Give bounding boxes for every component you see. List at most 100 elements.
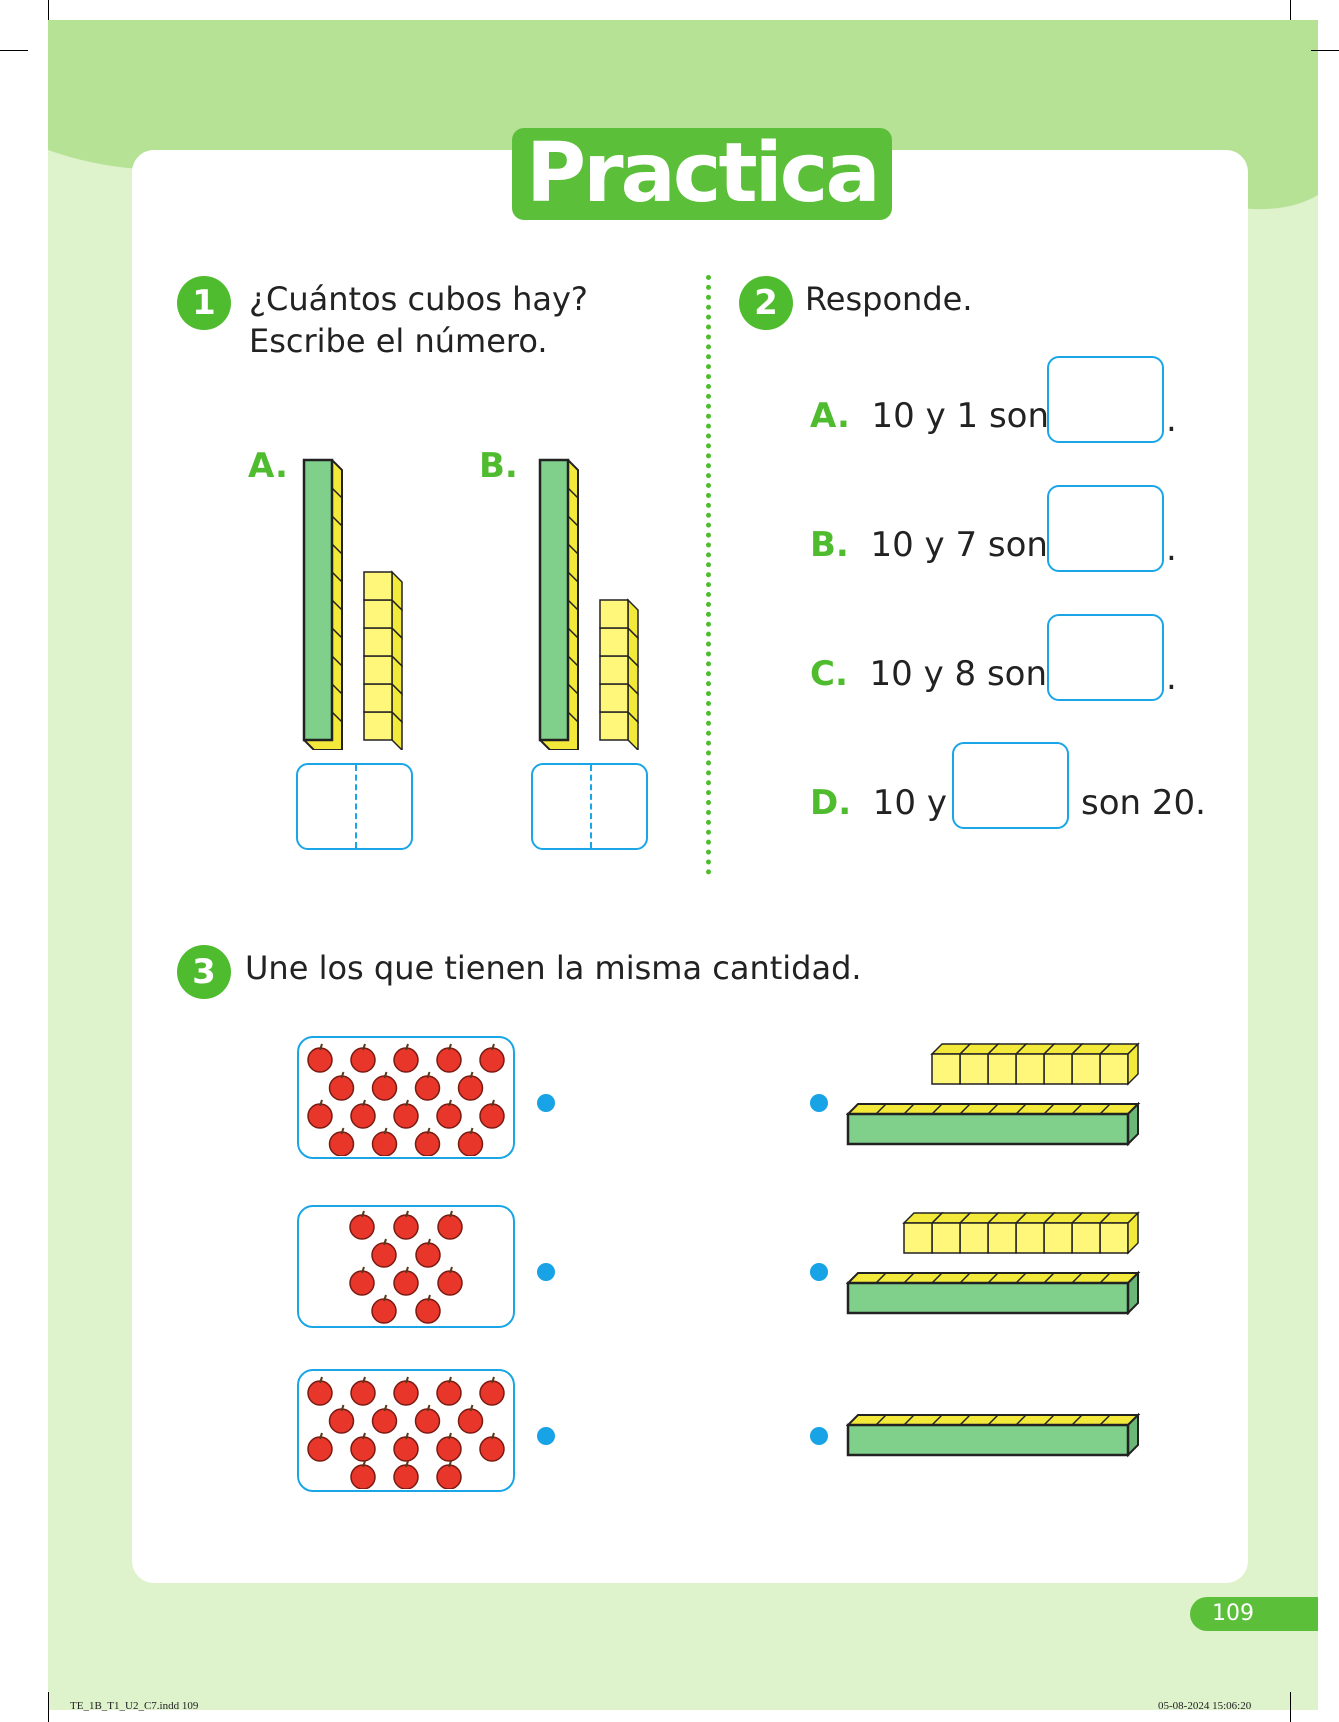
- crop-mark: [48, 0, 49, 20]
- q2-answer-b[interactable]: [1047, 485, 1164, 572]
- unit-cube: [363, 655, 393, 685]
- question-3-text: Une los que tienen la misma cantidad.: [245, 949, 862, 987]
- apple-icon: [393, 1380, 419, 1406]
- rod-segment: [331, 683, 343, 695]
- q2-answer-c[interactable]: [1047, 614, 1164, 701]
- cube-side: [1127, 1042, 1139, 1086]
- rod-segment: [331, 655, 343, 667]
- apple-icon: [393, 1270, 419, 1296]
- unit-cube: [1071, 1053, 1101, 1085]
- rod-segment: [931, 1103, 943, 1115]
- ten-rod: [846, 1423, 1130, 1457]
- q2-label-c: C.: [810, 654, 848, 694]
- rod-segment: [1071, 1272, 1083, 1284]
- rod-segment: [1071, 1414, 1083, 1426]
- apple-stem: [362, 1376, 366, 1384]
- q2-label-b: B.: [810, 525, 849, 565]
- unit-cube: [363, 683, 393, 713]
- question-2-badge: 2: [739, 276, 793, 330]
- apple-icon: [393, 1103, 419, 1129]
- match-dot-left[interactable]: [537, 1263, 555, 1281]
- apple-icon: [307, 1103, 333, 1129]
- rod-segment: [567, 683, 579, 695]
- apple-stem: [405, 1210, 409, 1218]
- apple-stem: [405, 1099, 409, 1107]
- apple-icon: [371, 1298, 397, 1324]
- apple-stem: [383, 1404, 388, 1412]
- apple-group-3: [297, 1369, 515, 1492]
- apple-stem: [491, 1099, 495, 1107]
- rod-segment: [903, 1414, 915, 1426]
- match-dot-right[interactable]: [810, 1263, 828, 1281]
- rod-segment: [331, 711, 343, 723]
- apple-icon: [479, 1380, 505, 1406]
- apple-stem: [319, 1099, 323, 1107]
- apple-icon: [457, 1131, 484, 1157]
- rod-segment: [1099, 1272, 1111, 1284]
- apple-stem: [491, 1432, 495, 1440]
- rod-segment: [903, 1103, 915, 1115]
- rod-segment: [567, 711, 579, 723]
- q1-answer-b[interactable]: [531, 763, 648, 850]
- q1-answer-a[interactable]: [296, 763, 413, 850]
- unit-cube: [363, 571, 393, 601]
- apple-icon: [350, 1103, 376, 1129]
- dotted-divider: [706, 275, 711, 875]
- apple-stem: [448, 1099, 452, 1107]
- rod-segment: [987, 1103, 999, 1115]
- rod-segment: [567, 599, 579, 611]
- apple-icon: [393, 1464, 419, 1490]
- q2-answer-a[interactable]: [1047, 356, 1164, 443]
- unit-cube: [1015, 1222, 1045, 1254]
- apple-icon: [414, 1131, 441, 1157]
- apple-stem: [340, 1127, 345, 1135]
- apple-icon: [393, 1214, 419, 1240]
- apple-stem: [469, 1071, 474, 1079]
- apple-icon: [436, 1047, 462, 1073]
- apple-stem: [469, 1127, 474, 1135]
- q1-label-a: A.: [248, 446, 288, 486]
- apple-stem: [383, 1294, 387, 1302]
- unit-cube: [599, 599, 629, 629]
- apple-stem: [340, 1071, 345, 1079]
- unit-cube: [1043, 1053, 1073, 1085]
- rod-segment: [567, 571, 579, 583]
- apple-icon: [393, 1436, 419, 1462]
- q2-label-a: A.: [810, 396, 850, 436]
- unit-cube: [363, 711, 393, 741]
- q2-answer-d[interactable]: [952, 742, 1069, 829]
- apple-icon: [307, 1436, 333, 1462]
- rod-segment: [331, 515, 343, 527]
- apple-icon: [371, 1408, 398, 1434]
- question-3-badge: 3: [177, 945, 231, 999]
- question-1-text: ¿Cuántos cubos hay? Escribe el número.: [249, 278, 588, 362]
- rod-segment: [1015, 1414, 1027, 1426]
- apple-icon: [349, 1214, 375, 1240]
- base-ten-blocks-1: [846, 1042, 1141, 1147]
- unit-cube: [363, 627, 393, 657]
- apple-icon: [479, 1436, 505, 1462]
- question-1-line1: ¿Cuántos cubos hay?: [249, 280, 588, 318]
- cube-side: [1127, 1211, 1139, 1255]
- q2-text-c: 10 y 8 son: [869, 654, 1048, 694]
- rod-segment: [931, 1272, 943, 1284]
- match-dot-right[interactable]: [810, 1094, 828, 1112]
- q1-blocks-b: [538, 458, 639, 750]
- apple-stem: [469, 1404, 474, 1412]
- apple-stem: [491, 1043, 495, 1051]
- apple-icon: [436, 1464, 462, 1490]
- unit-cube: [363, 599, 393, 629]
- match-dot-left[interactable]: [537, 1094, 555, 1112]
- apple-icon: [436, 1103, 462, 1129]
- unit-cube: [1099, 1053, 1129, 1085]
- apple-stem: [448, 1432, 452, 1440]
- rod-segment: [1099, 1103, 1111, 1115]
- rod-segment: [567, 543, 579, 555]
- unit-cube: [1071, 1222, 1101, 1254]
- unit-cube: [959, 1053, 989, 1085]
- match-dot-right[interactable]: [810, 1427, 828, 1445]
- rod-segment: [931, 1414, 943, 1426]
- match-dot-left[interactable]: [537, 1427, 555, 1445]
- q2-row-c: C. 10 y 8 son: [810, 654, 1047, 694]
- apple-stem: [362, 1460, 366, 1468]
